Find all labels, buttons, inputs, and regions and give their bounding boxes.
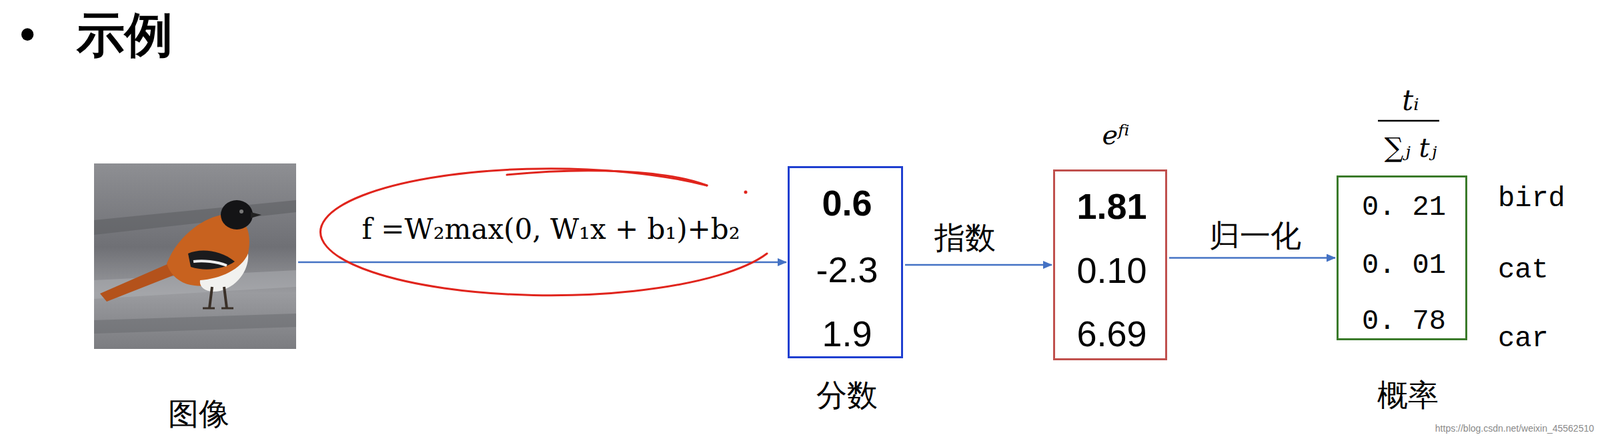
title: 示例 bbox=[76, 7, 173, 63]
vector-box: eᶠⁱ1.810.106.69 bbox=[1053, 169, 1168, 361]
red-loop-tail bbox=[506, 170, 707, 186]
watermark: https://blog.csdn.net/weixin_45562510 bbox=[1435, 422, 1594, 434]
value-text: -2.3 bbox=[815, 248, 878, 291]
caption-text: eᶠⁱ bbox=[1101, 119, 1130, 151]
value-text: 1.9 bbox=[821, 312, 872, 355]
bullet: • bbox=[20, 10, 35, 60]
caption-text: 图像 bbox=[168, 396, 230, 432]
value-text: 0.6 bbox=[821, 182, 872, 224]
fraction-bar bbox=[1377, 120, 1440, 123]
value-text: 0.10 bbox=[1076, 249, 1147, 291]
class-label: bird bbox=[1497, 182, 1566, 215]
value-text: 1.81 bbox=[1076, 185, 1147, 227]
edge-label: 归一化 bbox=[1209, 218, 1302, 254]
image-node: 图像 bbox=[94, 163, 297, 349]
red-loop bbox=[320, 168, 767, 296]
arrow bbox=[298, 261, 787, 264]
caption-text: tᵢ bbox=[1401, 84, 1419, 117]
caption-text: 概率 bbox=[1377, 377, 1439, 413]
caption-text: ∑ⱼ tⱼ bbox=[1384, 132, 1437, 163]
vector-box: 0.6-2.31.9分数 bbox=[787, 166, 904, 359]
red-dot bbox=[744, 190, 748, 195]
edge-label: 指数 bbox=[934, 220, 996, 256]
caption-text: 分数 bbox=[816, 377, 878, 413]
arrow bbox=[1169, 256, 1336, 259]
arrow bbox=[905, 264, 1052, 267]
value-text: 6.69 bbox=[1076, 312, 1147, 355]
vector-box: tᵢ∑ⱼ tⱼ0. 210. 010. 78概率 bbox=[1336, 175, 1468, 341]
value-text: 0. 01 bbox=[1361, 249, 1446, 282]
class-label: car bbox=[1497, 322, 1549, 355]
class-label: cat bbox=[1497, 254, 1549, 287]
value-text: 0. 78 bbox=[1361, 305, 1446, 338]
formula-label: f =W₂max(0, W₁x + b₁)+b₂ bbox=[361, 213, 740, 246]
value-text: 0. 21 bbox=[1361, 191, 1446, 224]
